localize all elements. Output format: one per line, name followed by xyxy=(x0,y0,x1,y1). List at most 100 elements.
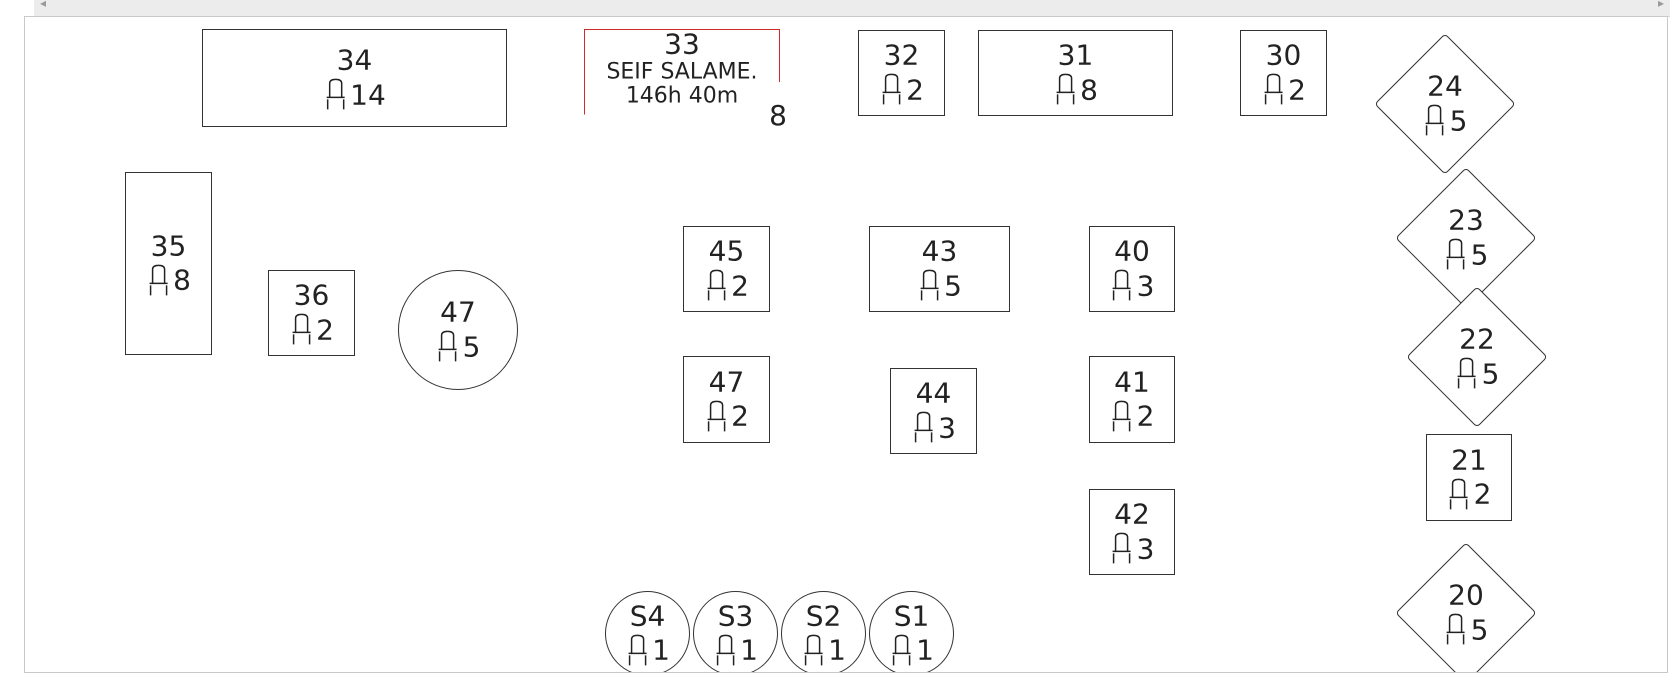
seat-count: 2 xyxy=(1447,477,1491,511)
chair-icon xyxy=(1112,400,1131,432)
chair-icon xyxy=(1446,613,1465,645)
chair-icon xyxy=(1112,269,1131,301)
table-number: 33 xyxy=(664,28,700,62)
table-number: S2 xyxy=(805,598,842,632)
seat-count: 2 xyxy=(704,399,749,433)
seat-count: 3 xyxy=(1110,269,1154,303)
chair-icon xyxy=(1457,357,1476,389)
seat-count: 14 xyxy=(323,78,386,112)
seat-count: 1 xyxy=(713,633,758,667)
table-number: 20 xyxy=(1448,578,1484,612)
table-36[interactable]: 36 2 xyxy=(268,270,355,356)
table-number: S4 xyxy=(629,598,666,632)
chair-icon xyxy=(707,400,726,432)
table-30[interactable]: 30 2 xyxy=(1240,30,1327,116)
table-31[interactable]: 31 8 xyxy=(978,30,1173,116)
chair-icon xyxy=(1112,532,1131,564)
chair-icon xyxy=(804,634,823,666)
stool-s1[interactable]: S1 1 xyxy=(869,591,954,672)
table-number: 41 xyxy=(1114,364,1150,398)
chair-icon xyxy=(149,264,168,296)
table-47[interactable]: 47 2 xyxy=(683,356,770,443)
floor-plan-canvas: 34 14 33 SEIF SALAME. 146h 40m 8 32 2 31… xyxy=(24,16,1668,673)
chair-icon xyxy=(716,634,735,666)
seat-count: 2 xyxy=(879,73,924,107)
table-35[interactable]: 35 8 xyxy=(125,172,212,355)
table-number: S3 xyxy=(717,598,754,632)
seat-count: 8 xyxy=(146,263,191,297)
table-number: 23 xyxy=(1448,203,1484,237)
seat-count: 1 xyxy=(625,633,670,667)
table-number: 47 xyxy=(708,364,745,398)
table-21[interactable]: 21 2 xyxy=(1426,434,1512,521)
seat-count: 3 xyxy=(1110,532,1154,566)
table-number: 35 xyxy=(150,228,187,262)
chevron-right-icon[interactable]: ▸ xyxy=(1657,0,1664,10)
table-number: 30 xyxy=(1265,38,1302,72)
table-number: 34 xyxy=(336,43,373,77)
table-41[interactable]: 41 2 xyxy=(1089,356,1175,443)
seat-count: 8 xyxy=(1053,73,1098,107)
chair-icon xyxy=(326,78,345,110)
chair-icon xyxy=(1449,478,1468,510)
stool-s4[interactable]: S4 1 xyxy=(605,591,690,672)
table-number: 21 xyxy=(1451,442,1487,476)
table-number: 22 xyxy=(1459,322,1495,356)
seat-count-badge: 8 xyxy=(745,82,811,148)
table-40[interactable]: 40 3 xyxy=(1089,226,1175,312)
seat-count: 2 xyxy=(289,313,334,347)
table-24[interactable]: 24 5 xyxy=(1374,33,1516,175)
seat-count: 5 xyxy=(1444,613,1488,647)
table-number: 24 xyxy=(1427,69,1463,103)
seat-count: 5 xyxy=(917,269,962,303)
scroll-bar[interactable]: ◂ ▸ xyxy=(34,0,1670,17)
seat-count: 1 xyxy=(801,633,846,667)
table-32[interactable]: 32 2 xyxy=(858,30,945,116)
chair-icon xyxy=(882,73,901,105)
seat-count: 5 xyxy=(1455,357,1499,391)
table-47-round[interactable]: 47 5 xyxy=(398,270,518,390)
table-number: 43 xyxy=(921,234,958,268)
table-number: S1 xyxy=(893,598,930,632)
table-44[interactable]: 44 3 xyxy=(890,368,977,454)
chair-icon xyxy=(1446,238,1465,270)
chair-icon xyxy=(1056,73,1075,105)
chair-icon xyxy=(892,634,911,666)
chair-icon xyxy=(292,313,311,345)
seat-count: 5 xyxy=(1444,238,1488,272)
table-23[interactable]: 23 5 xyxy=(1395,167,1537,309)
table-43[interactable]: 43 5 xyxy=(869,226,1010,312)
table-33[interactable]: 33 SEIF SALAME. 146h 40m xyxy=(584,29,780,115)
table-number: 36 xyxy=(293,278,330,312)
elapsed-time: 146h 40m xyxy=(625,84,739,110)
table-45[interactable]: 45 2 xyxy=(683,226,770,312)
seat-count: 3 xyxy=(911,411,956,445)
chair-icon xyxy=(438,330,457,362)
table-number: 47 xyxy=(440,295,476,329)
seat-count: 2 xyxy=(704,269,749,303)
chair-icon xyxy=(920,269,939,301)
chair-icon xyxy=(1425,104,1444,136)
table-20[interactable]: 20 5 xyxy=(1395,542,1537,672)
chair-icon xyxy=(914,411,933,443)
seat-count: 2 xyxy=(1261,73,1306,107)
table-number: 32 xyxy=(883,38,920,72)
table-22[interactable]: 22 5 xyxy=(1406,286,1548,428)
table-42[interactable]: 42 3 xyxy=(1089,489,1175,575)
seat-count: 5 xyxy=(436,330,480,364)
table-34[interactable]: 34 14 xyxy=(202,29,507,127)
chair-icon xyxy=(707,269,726,301)
stool-s2[interactable]: S2 1 xyxy=(781,591,866,672)
chair-icon xyxy=(1264,73,1283,105)
table-number: 31 xyxy=(1057,38,1094,72)
table-number: 40 xyxy=(1114,234,1150,268)
table-number: 45 xyxy=(708,234,745,268)
seat-count: 5 xyxy=(1423,104,1467,138)
seat-count: 2 xyxy=(1110,399,1154,433)
table-number: 42 xyxy=(1114,497,1150,531)
chair-icon xyxy=(628,634,647,666)
table-number: 44 xyxy=(915,376,952,410)
guest-name: SEIF SALAME. xyxy=(606,59,758,85)
chevron-left-icon[interactable]: ◂ xyxy=(40,0,47,10)
stool-s3[interactable]: S3 1 xyxy=(693,591,778,672)
